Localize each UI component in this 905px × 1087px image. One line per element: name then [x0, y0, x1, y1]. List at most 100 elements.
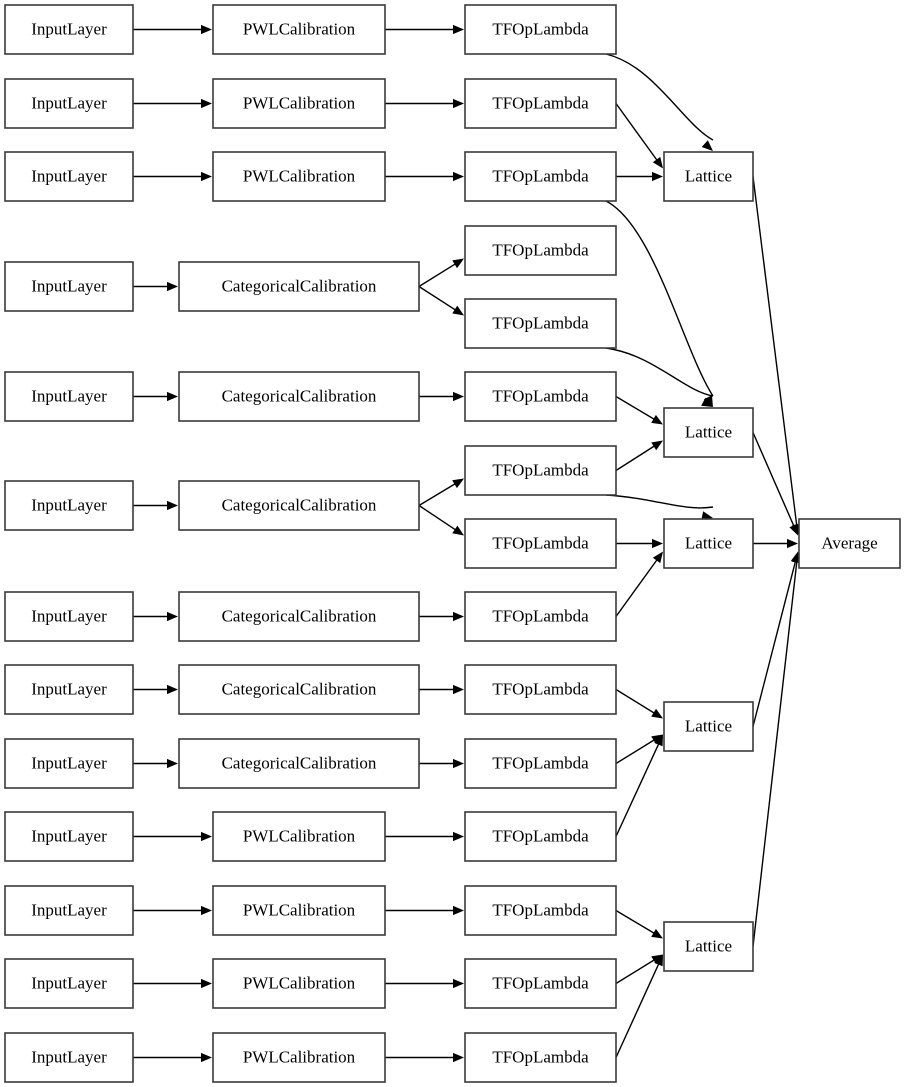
edge-cal3-to-op3	[385, 171, 464, 182]
node-input-layer-in3[interactable]: InputLayer	[4, 151, 134, 202]
node-tfop-lambda-op14[interactable]: TFOpLambda	[464, 958, 617, 1009]
node-input-layer-in7[interactable]: InputLayer	[4, 591, 134, 642]
node-box[interactable]	[464, 78, 617, 129]
edge-arrowhead	[201, 978, 212, 989]
node-tfop-lambda-op11[interactable]: TFOpLambda	[464, 738, 617, 789]
node-box[interactable]	[4, 261, 134, 312]
node-box[interactable]	[4, 591, 134, 642]
node-box[interactable]	[212, 885, 386, 936]
node-average-avg[interactable]: Average	[798, 518, 901, 569]
node-tfop-lambda-op10[interactable]: TFOpLambda	[464, 664, 617, 715]
node-tfop-lambda-op15[interactable]: TFOpLambda	[464, 1032, 617, 1083]
node-tfop-lambda-op9[interactable]: TFOpLambda	[464, 591, 617, 642]
node-input-layer-in4[interactable]: InputLayer	[4, 261, 134, 312]
node-input-layer-in6[interactable]: InputLayer	[4, 480, 134, 531]
node-box[interactable]	[4, 885, 134, 936]
node-categorical-calibration-cal5[interactable]: CategoricalCalibration	[178, 371, 420, 422]
node-label: Lattice	[685, 936, 732, 955]
node-tfop-lambda-op13[interactable]: TFOpLambda	[464, 885, 617, 936]
node-categorical-calibration-cal4[interactable]: CategoricalCalibration	[178, 261, 420, 312]
node-box[interactable]	[4, 78, 134, 129]
node-input-layer-in11[interactable]: InputLayer	[4, 885, 134, 936]
node-box[interactable]	[464, 738, 617, 789]
node-pwlcalibration-cal13[interactable]: PWLCalibration	[212, 1032, 386, 1083]
node-box[interactable]	[464, 1032, 617, 1083]
node-box[interactable]	[4, 664, 134, 715]
node-input-layer-in12[interactable]: InputLayer	[4, 958, 134, 1009]
node-box[interactable]	[178, 664, 420, 715]
node-box[interactable]	[663, 701, 754, 752]
node-tfop-lambda-op3[interactable]: TFOpLambda	[464, 151, 617, 202]
node-pwlcalibration-cal1[interactable]: PWLCalibration	[212, 4, 386, 55]
node-lattice-lat1[interactable]: Lattice	[663, 151, 754, 202]
node-tfop-lambda-op7[interactable]: TFOpLambda	[464, 445, 617, 496]
node-box[interactable]	[464, 298, 617, 349]
node-box[interactable]	[663, 407, 754, 458]
node-tfop-lambda-op8[interactable]: TFOpLambda	[464, 518, 617, 569]
node-tfop-lambda-op2[interactable]: TFOpLambda	[464, 78, 617, 129]
node-pwlcalibration-cal3[interactable]: PWLCalibration	[212, 151, 386, 202]
node-box[interactable]	[464, 591, 617, 642]
node-input-layer-in9[interactable]: InputLayer	[4, 738, 134, 789]
node-tfop-lambda-op6[interactable]: TFOpLambda	[464, 371, 617, 422]
node-pwlcalibration-cal12[interactable]: PWLCalibration	[212, 958, 386, 1009]
node-box[interactable]	[212, 78, 386, 129]
node-box[interactable]	[464, 518, 617, 569]
node-box[interactable]	[4, 738, 134, 789]
node-box[interactable]	[212, 4, 386, 55]
node-box[interactable]	[663, 921, 754, 972]
node-box[interactable]	[464, 225, 617, 276]
node-box[interactable]	[4, 1032, 134, 1083]
node-box[interactable]	[178, 371, 420, 422]
node-box[interactable]	[663, 151, 754, 202]
node-box[interactable]	[464, 4, 617, 55]
node-categorical-calibration-cal7[interactable]: CategoricalCalibration	[178, 591, 420, 642]
node-box[interactable]	[464, 885, 617, 936]
node-box[interactable]	[4, 4, 134, 55]
node-categorical-calibration-cal9[interactable]: CategoricalCalibration	[178, 738, 420, 789]
node-pwlcalibration-cal11[interactable]: PWLCalibration	[212, 885, 386, 936]
node-tfop-lambda-op1[interactable]: TFOpLambda	[464, 4, 617, 55]
node-box[interactable]	[464, 811, 617, 862]
node-box[interactable]	[4, 480, 134, 531]
node-box[interactable]	[663, 518, 754, 569]
node-lattice-lat5[interactable]: Lattice	[663, 921, 754, 972]
node-lattice-lat2[interactable]: Lattice	[663, 407, 754, 458]
node-input-layer-in2[interactable]: InputLayer	[4, 78, 134, 129]
node-box[interactable]	[178, 261, 420, 312]
node-box[interactable]	[212, 151, 386, 202]
node-label: TFOpLambda	[492, 679, 589, 698]
node-box[interactable]	[464, 371, 617, 422]
node-box[interactable]	[212, 811, 386, 862]
node-box[interactable]	[798, 518, 901, 569]
node-input-layer-in5[interactable]: InputLayer	[4, 371, 134, 422]
node-box[interactable]	[178, 591, 420, 642]
node-tfop-lambda-op4[interactable]: TFOpLambda	[464, 225, 617, 276]
node-box[interactable]	[4, 371, 134, 422]
node-box[interactable]	[464, 664, 617, 715]
node-label: TFOpLambda	[492, 460, 589, 479]
node-label: InputLayer	[31, 679, 107, 698]
node-categorical-calibration-cal8[interactable]: CategoricalCalibration	[178, 664, 420, 715]
node-pwlcalibration-cal2[interactable]: PWLCalibration	[212, 78, 386, 129]
node-lattice-lat3[interactable]: Lattice	[663, 518, 754, 569]
node-input-layer-in8[interactable]: InputLayer	[4, 664, 134, 715]
node-box[interactable]	[212, 1032, 386, 1083]
node-box[interactable]	[178, 480, 420, 531]
node-box[interactable]	[178, 738, 420, 789]
node-input-layer-in1[interactable]: InputLayer	[4, 4, 134, 55]
node-categorical-calibration-cal6[interactable]: CategoricalCalibration	[178, 480, 420, 531]
node-lattice-lat4[interactable]: Lattice	[663, 701, 754, 752]
node-tfop-lambda-op12[interactable]: TFOpLambda	[464, 811, 617, 862]
node-box[interactable]	[464, 958, 617, 1009]
node-input-layer-in10[interactable]: InputLayer	[4, 811, 134, 862]
node-pwlcalibration-cal10[interactable]: PWLCalibration	[212, 811, 386, 862]
node-box[interactable]	[4, 958, 134, 1009]
node-tfop-lambda-op5[interactable]: TFOpLambda	[464, 298, 617, 349]
node-box[interactable]	[212, 958, 386, 1009]
node-box[interactable]	[464, 445, 617, 496]
node-box[interactable]	[4, 151, 134, 202]
node-box[interactable]	[4, 811, 134, 862]
node-input-layer-in13[interactable]: InputLayer	[4, 1032, 134, 1083]
node-box[interactable]	[464, 151, 617, 202]
